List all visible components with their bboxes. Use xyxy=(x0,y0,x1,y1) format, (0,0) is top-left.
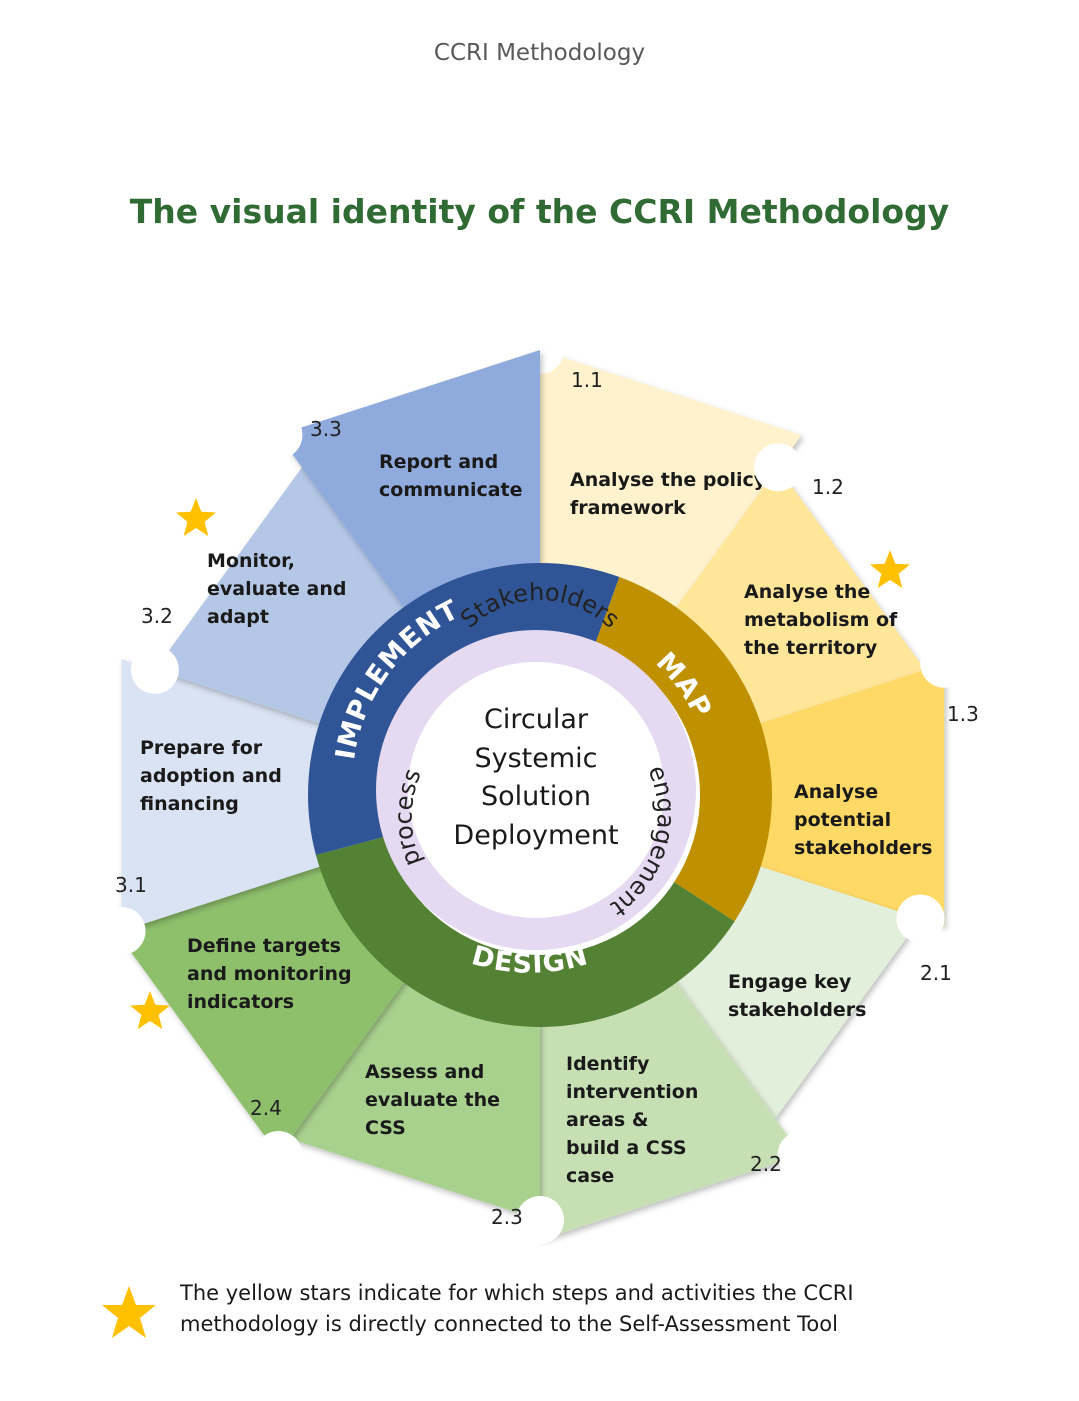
step-number: 2.2 xyxy=(750,1152,782,1176)
step-number: 2.3 xyxy=(491,1205,523,1229)
segment-label-line: framework xyxy=(570,497,686,519)
segment-label-line: Engage key xyxy=(728,971,852,993)
segment-label-line: financing xyxy=(140,793,239,815)
phase-ring-implement xyxy=(308,563,620,856)
step-number: 2.4 xyxy=(250,1096,282,1120)
segment-notch xyxy=(97,906,146,955)
center-text: Circular Systemic Solution Deployment xyxy=(453,704,618,851)
segment-label-line: case xyxy=(566,1165,614,1187)
segment-notch xyxy=(130,645,179,694)
segment-label-line: Identify xyxy=(566,1053,650,1075)
segment-label-line: stakeholders xyxy=(794,837,932,859)
segment-label-line: Define targets xyxy=(187,935,341,957)
segment-label-line: Analyse xyxy=(794,781,878,803)
segment-label-line: adoption and xyxy=(140,765,282,787)
segment-label: Analyse the policy framework xyxy=(570,469,767,519)
star-icon xyxy=(870,550,910,588)
step-number: 1.1 xyxy=(571,368,603,392)
legend-line-2: methodology is directly connected to the… xyxy=(180,1312,838,1336)
star-icon xyxy=(130,991,170,1029)
segment-label-line: stakeholders xyxy=(728,999,866,1021)
segment-label-line: build a CSS xyxy=(566,1137,687,1159)
segment-notch xyxy=(254,410,303,459)
segment-label-line: indicators xyxy=(187,991,294,1013)
center-line-1: Circular xyxy=(484,704,589,735)
center-line-2: Systemic xyxy=(474,743,597,774)
segment-label: Prepare for adoption and financing xyxy=(140,737,282,815)
segment-label-line: intervention xyxy=(566,1081,698,1103)
segment-3-1: Prepare for adoption and financing 3.1 xyxy=(97,659,374,955)
segment-label-line: Report and xyxy=(379,451,498,473)
center-line-4: Deployment xyxy=(453,820,618,851)
legend: The yellow stars indicate for which step… xyxy=(100,1278,920,1348)
segment-label-line: Assess and xyxy=(365,1061,484,1083)
segment-label-line: Monitor, xyxy=(207,550,295,572)
segment-notch xyxy=(777,1131,826,1180)
segment-label-line: areas & xyxy=(566,1109,648,1131)
ring-layer xyxy=(308,563,772,1027)
segment-label-line: evaluate the xyxy=(365,1089,500,1111)
segment-label: Analyse the metabolism of the territory xyxy=(744,581,898,659)
phase-ring-design xyxy=(315,836,735,1027)
segment-shape xyxy=(706,663,945,927)
step-number: 1.2 xyxy=(812,475,844,499)
segment-label-line: evaluate and xyxy=(207,578,347,600)
segment-label: Engage key stakeholders xyxy=(728,971,866,1021)
segment-label-line: and monitoring xyxy=(187,963,352,985)
segment-notch xyxy=(754,443,803,492)
page-header: CCRI Methodology xyxy=(433,40,646,66)
segment-label-line: potential xyxy=(794,809,891,831)
phase-ring-map xyxy=(594,576,772,922)
segment-label: Analyse potential stakeholders xyxy=(794,781,932,859)
step-number: 3.2 xyxy=(141,604,173,628)
segment-label-line: the territory xyxy=(744,637,878,659)
segment-label-line: Analyse the xyxy=(744,581,870,603)
segment-label-line: Analyse the policy xyxy=(570,469,767,491)
step-number: 3.3 xyxy=(310,417,342,441)
page-title: The visual identity of the CCRI Methodol… xyxy=(129,192,950,231)
segment-label: Identify intervention areas & build a CSS ca… xyxy=(566,1053,698,1187)
segment-label-line: metabolism of xyxy=(744,609,898,631)
segment-notch xyxy=(516,1196,564,1244)
segment-label-line: CSS xyxy=(365,1117,406,1139)
segment-label: Report and communicate xyxy=(379,451,523,501)
center-circle xyxy=(408,662,664,918)
segment-notch xyxy=(896,894,945,943)
segment-1-3: Analyse potential stakeholders 1.3 xyxy=(706,639,979,927)
segment-notch xyxy=(920,639,969,688)
segment-shape xyxy=(121,659,374,931)
step-number: 1.3 xyxy=(947,702,979,726)
step-number: 2.1 xyxy=(920,961,952,985)
segment-label-line: communicate xyxy=(379,479,523,501)
star-icon xyxy=(102,1286,156,1338)
star-icon xyxy=(176,498,216,536)
segment-label-line: adapt xyxy=(207,606,269,628)
legend-text: The yellow stars indicate for which step… xyxy=(180,1278,940,1340)
legend-line-1: The yellow stars indicate for which step… xyxy=(180,1281,854,1305)
segment-label-line: Prepare for xyxy=(140,737,263,759)
segment-label: Define targets and monitoring indicators xyxy=(187,935,352,1013)
step-number: 3.1 xyxy=(115,873,147,897)
center-line-3: Solution xyxy=(481,781,591,812)
segment-label: Monitor, evaluate and adapt xyxy=(207,550,347,628)
segment-notch xyxy=(254,1131,303,1180)
